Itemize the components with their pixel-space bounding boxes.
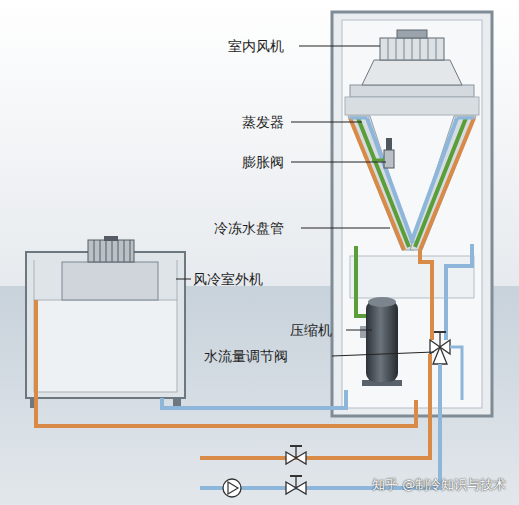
outdoor-unit-drawing-part (88, 240, 134, 262)
part-label: 室内风机 (228, 37, 284, 55)
outdoor-unit-drawing-part (100, 240, 101, 262)
pipework-part (450, 347, 462, 400)
valve-symbol-part (296, 482, 306, 494)
indoor-cabinet-drawing-part (410, 116, 476, 250)
indoor-cabinet-drawing-part (412, 38, 413, 60)
outdoor-unit-drawing-part (34, 260, 35, 300)
part-label: 蒸发器 (242, 113, 284, 131)
outdoor-unit-drawing-part (130, 240, 131, 262)
indoor-cabinet-drawing-part (356, 246, 368, 316)
leader-line-part (332, 352, 434, 356)
indoor-cabinet-drawing-part (439, 332, 440, 347)
pipework-part (162, 390, 346, 408)
valve-symbol-part (296, 452, 306, 464)
indoor-cabinet-drawing-part (446, 244, 472, 340)
indoor-cabinet-drawing-part (367, 118, 413, 243)
valve-symbol-part (290, 475, 302, 477)
indoor-cabinet-drawing-part (362, 60, 462, 85)
indoor-cabinet-drawing-part (345, 97, 479, 115)
outdoor-unit-drawing-part (62, 262, 158, 300)
part-label: 冷冻水盘管 (214, 219, 284, 237)
pump-symbol-part (223, 479, 241, 497)
valve-symbol-part (286, 452, 296, 464)
leader-line-part (299, 46, 380, 47)
indoor-cabinet-drawing-part (420, 38, 421, 60)
outdoor-unit-drawing-part (118, 240, 119, 262)
valve-symbol-part (290, 445, 302, 447)
pipework (36, 300, 462, 488)
leader-line-part (176, 279, 191, 280)
indoor-cabinet-drawing-part (384, 150, 394, 168)
leader-line-part (346, 330, 372, 331)
pipework-part (36, 300, 416, 426)
indoor-cabinet-drawing-part (411, 118, 457, 243)
outdoor-unit-drawing-part (177, 260, 178, 300)
indoor-cabinet-drawing-part (396, 38, 397, 60)
indoor-cabinet-drawing-part (368, 297, 396, 307)
leader-line (176, 46, 434, 356)
indoor-cabinet-drawing-part (350, 118, 404, 250)
indoor-cabinet-drawing-part (348, 116, 414, 250)
indoor-cabinet-drawing-part (372, 159, 384, 162)
indoor-cabinet-drawing-part (433, 347, 447, 364)
outdoor-unit-drawing-part (26, 252, 185, 398)
leader-line-part (301, 228, 390, 229)
outdoor-unit-drawing (26, 236, 185, 408)
indoor-cabinet-drawing-part (332, 12, 492, 416)
indoor-cabinet-drawing-part (342, 20, 482, 408)
indoor-cabinet-drawing (332, 12, 492, 416)
indoor-cabinet-drawing-part (350, 85, 474, 97)
indoor-cabinet-drawing-part (350, 256, 474, 298)
indoor-cabinet-drawing-part (404, 38, 405, 60)
indoor-cabinet-drawing-part (397, 30, 427, 38)
outdoor-unit-drawing-part (106, 240, 107, 262)
valve-symbol-part (286, 482, 296, 494)
indoor-cabinet-drawing-part (386, 138, 392, 150)
outdoor-unit-drawing-part (34, 300, 177, 392)
indoor-cabinet-drawing-part (436, 38, 437, 60)
indoor-cabinet-drawing-part (350, 117, 367, 120)
unit-label: 风冷室外机 (193, 270, 263, 288)
indoor-cabinet-drawing-part (366, 300, 398, 382)
pipework-part (200, 364, 440, 488)
indoor-cabinet-drawing-part (420, 118, 474, 250)
indoor-cabinet-drawing-part (415, 118, 466, 247)
indoor-cabinet-drawing-part (380, 38, 444, 60)
outdoor-unit-drawing-part (112, 240, 113, 262)
outdoor-unit-drawing-part (124, 240, 125, 262)
valve-symbol-part (295, 446, 296, 458)
leader-line-part (291, 162, 386, 163)
indoor-cabinet-drawing-part (457, 117, 474, 120)
part-label: 水流量调节阀 (204, 347, 288, 365)
part-label: 膨胀阀 (242, 153, 284, 171)
part-label: 压缩机 (290, 321, 332, 339)
valve-symbol (286, 446, 306, 494)
indoor-cabinet-drawing-part (434, 331, 446, 333)
indoor-cabinet-drawing-part (428, 38, 429, 60)
indoor-cabinet-drawing-part (420, 250, 432, 340)
pump-symbol (223, 479, 241, 497)
outdoor-unit-drawing-part (94, 240, 95, 262)
indoor-cabinet-drawing-part (360, 326, 366, 338)
outdoor-unit: 风冷室外机 (26, 252, 185, 398)
outdoor-unit-drawing-part (104, 236, 118, 241)
indoor-cabinet-drawing-part (388, 38, 389, 60)
pump-symbol-part (228, 482, 238, 494)
watermark: 知乎 @制冷知识与技术 (372, 476, 506, 494)
pipework-part (200, 354, 430, 458)
valve-symbol-part (295, 476, 296, 488)
leader-line-part (291, 122, 362, 123)
